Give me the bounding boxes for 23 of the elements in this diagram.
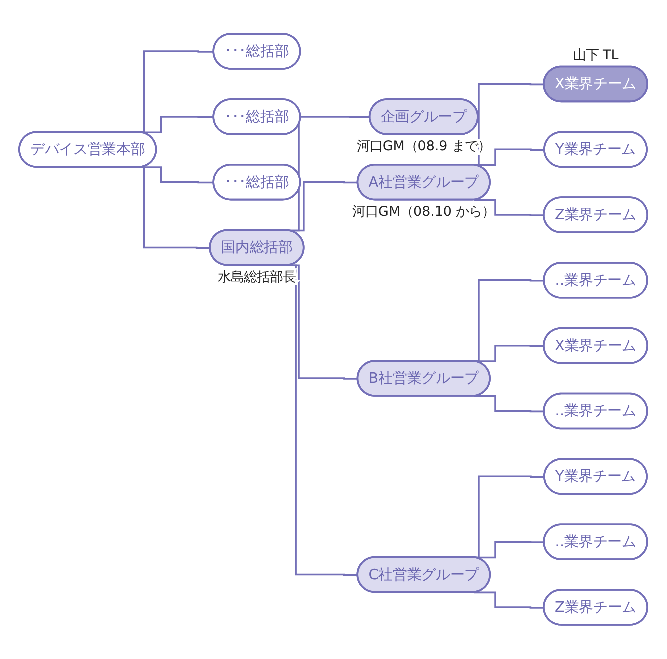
org-unit-node: 企画グループ <box>368 98 479 136</box>
person-caption: 河口GM（08.10 から） <box>352 204 496 220</box>
org-unit-node: Y業界チーム <box>544 131 648 168</box>
org-unit-node: 国内総括部 <box>209 229 305 266</box>
person-caption: 山下 TL <box>572 48 619 64</box>
org-unit-node: Y業界チーム <box>544 458 648 496</box>
org-unit-node: B社営業グループ <box>356 360 491 397</box>
connector-line <box>474 396 544 413</box>
org-unit-node: ‥業界チーム <box>543 262 648 299</box>
org-unit-node: デバイス営業本部 <box>18 131 158 168</box>
org-unit-node: ･･･総括部 <box>212 98 302 136</box>
org-unit-node: ･･･総括部 <box>212 164 302 201</box>
org-unit-node: A社営業グループ <box>356 164 491 201</box>
org-unit-node: X業界チーム <box>543 66 648 103</box>
org-unit-node: Z業界チーム <box>543 196 648 234</box>
org-unit-node: ･･･総括部 <box>212 33 302 70</box>
org-unit-node: ‥業界チーム <box>543 392 648 430</box>
org-unit-node: ‥業界チーム <box>543 524 648 560</box>
org-unit-node: X業界チーム <box>543 327 648 364</box>
connector-line <box>474 199 544 216</box>
org-unit-node: C社営業グループ <box>356 556 492 594</box>
org-unit-node: Z業界チーム <box>543 589 648 626</box>
connector-line <box>474 592 544 609</box>
